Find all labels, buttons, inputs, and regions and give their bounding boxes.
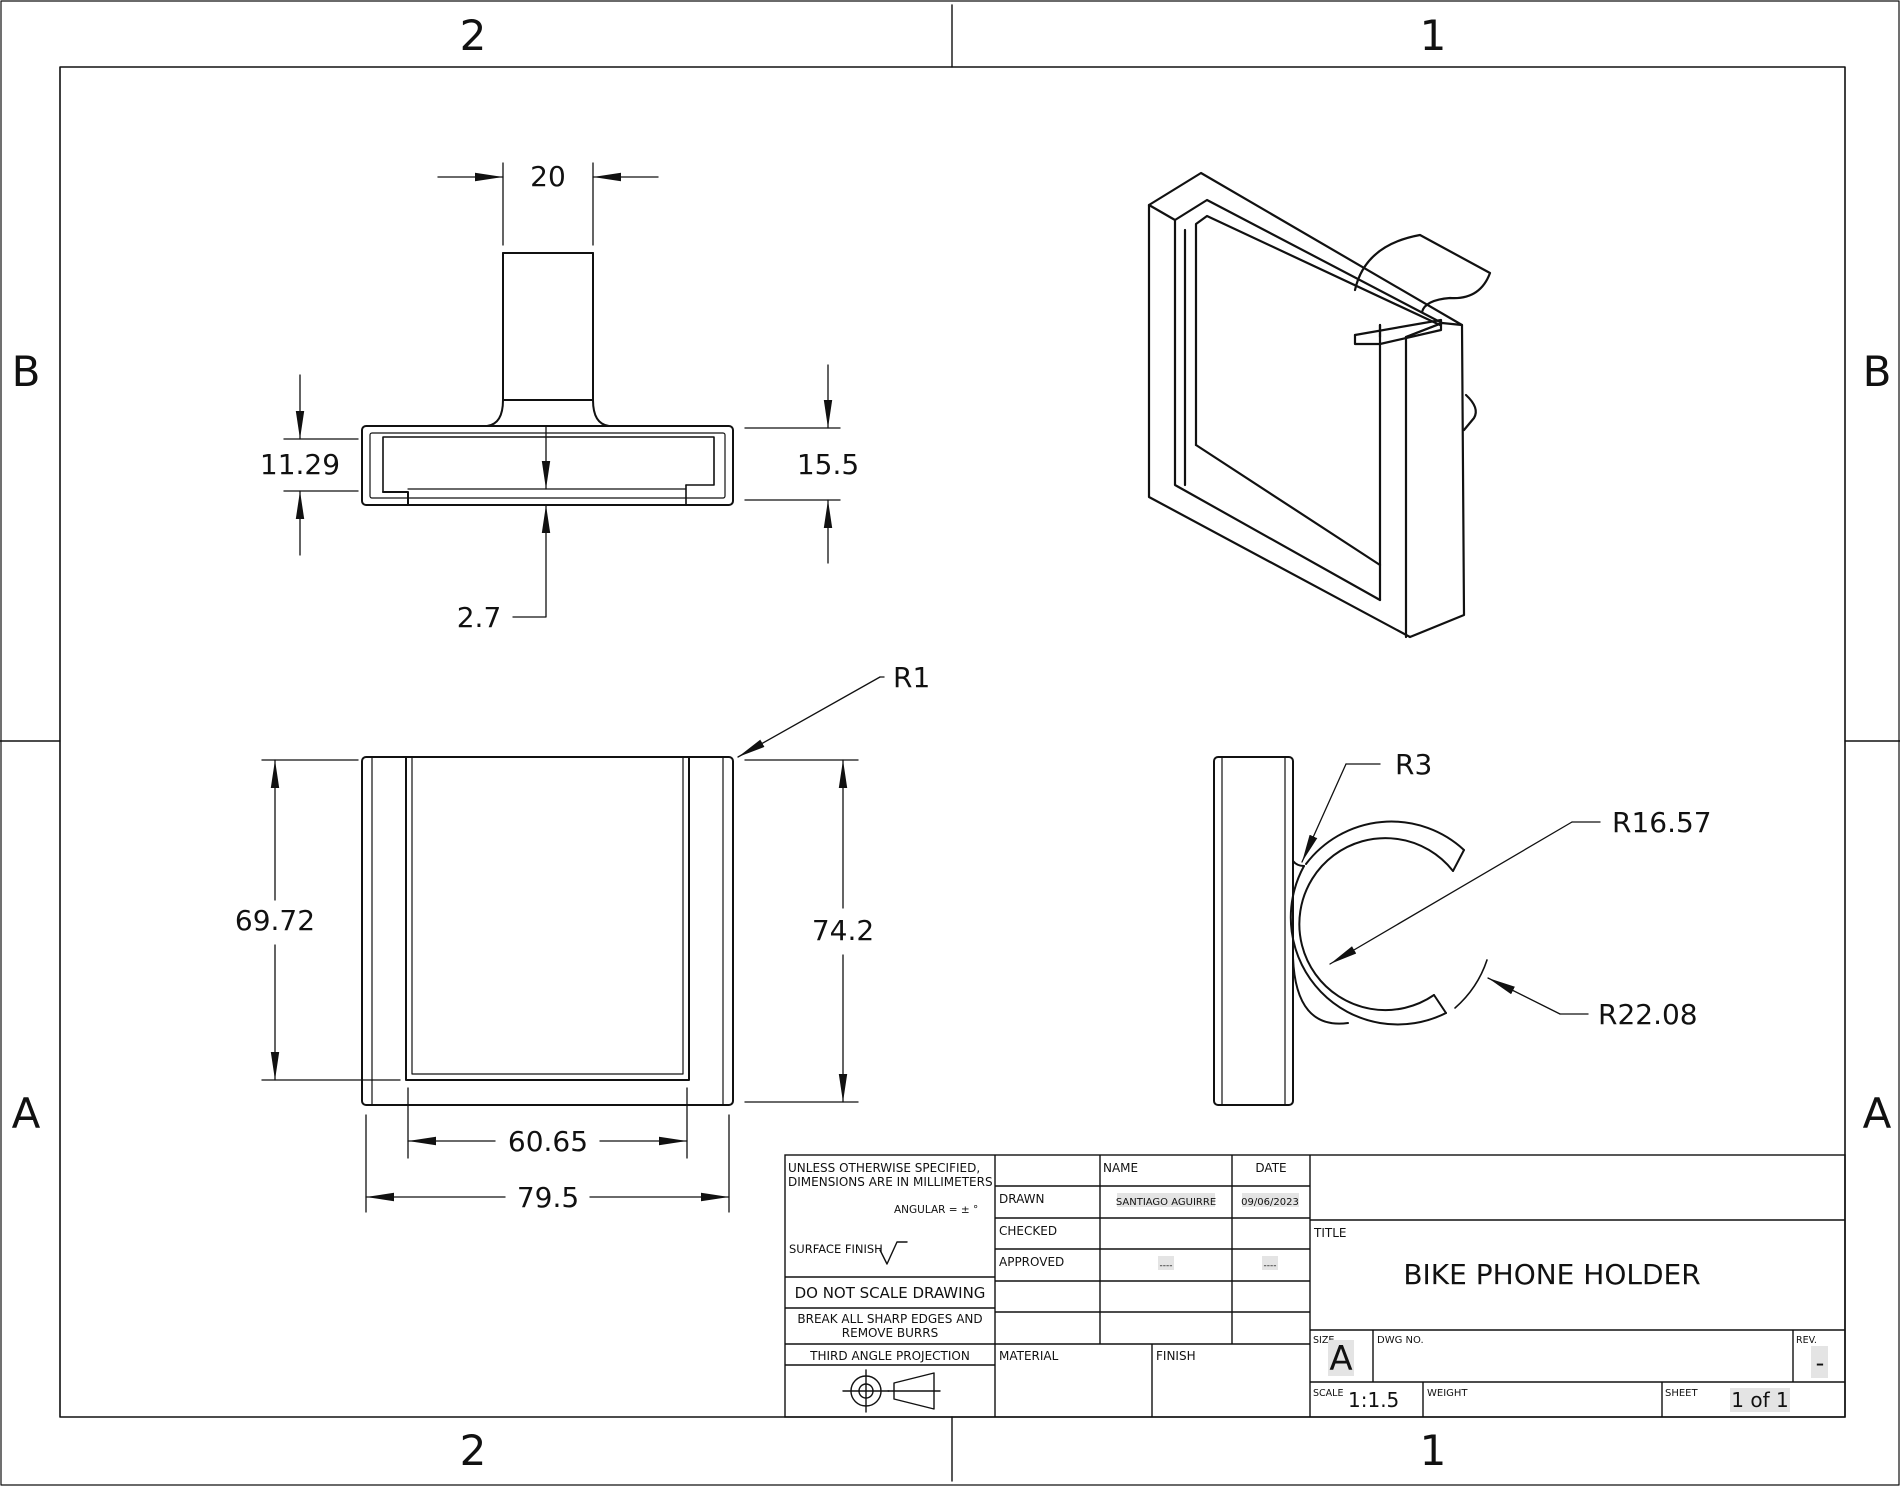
dwg-no-label: DWG NO. [1377, 1335, 1424, 1346]
sheet-highlight [1730, 1388, 1790, 1412]
dim-clip-inner-radius: R16.57 [1329, 806, 1712, 965]
approved-name: ---- [1160, 1261, 1173, 1271]
title-block: UNLESS OTHERWISE SPECIFIED, DIMENSIONS A… [784, 1154, 1846, 1418]
isometric-view [1147, 171, 1492, 639]
zone-right-b: B [1863, 347, 1892, 396]
dim-top-width: 20 [437, 160, 659, 246]
angular-tolerance: ANGULAR = ± ° [894, 1204, 978, 1216]
size-value: A [1329, 1339, 1352, 1379]
rev-label: REV. [1796, 1335, 1817, 1346]
notes-line1: UNLESS OTHERWISE SPECIFIED, [788, 1161, 980, 1175]
approved-date: ---- [1264, 1261, 1277, 1271]
notes-line2: DIMENSIONS ARE IN MILLIMETERS [788, 1175, 993, 1189]
break-edges-line2: REMOVE BURRS [842, 1326, 938, 1340]
drawn-date-highlight [1242, 1193, 1299, 1207]
dim-r22-08: R22.08 [1598, 998, 1698, 1031]
dim-r3: R3 [1395, 748, 1432, 781]
rev-value: - [1816, 1349, 1825, 1377]
size-label: SIZE [1313, 1335, 1334, 1346]
row-approved: APPROVED [999, 1255, 1064, 1269]
dim-outer-height: 74.2 [744, 759, 874, 1103]
drawing-title: BIKE PHONE HOLDER [1403, 1258, 1700, 1291]
zone-left-b: B [12, 347, 41, 396]
zone-right-a: A [1863, 1089, 1892, 1138]
break-edges-line1: BREAK ALL SHARP EDGES AND [797, 1312, 982, 1326]
approved-date-highlight [1262, 1256, 1278, 1270]
zone-top-1: 1 [1420, 11, 1447, 60]
projection-label: THIRD ANGLE PROJECTION [809, 1349, 970, 1363]
dim-79-5: 79.5 [517, 1181, 579, 1214]
zone-bottom-2: 2 [460, 1426, 487, 1475]
zone-top-2: 2 [460, 11, 487, 60]
do-not-scale: DO NOT SCALE DRAWING [795, 1284, 986, 1302]
row-checked: CHECKED [999, 1224, 1057, 1238]
zone-labels: 2 1 2 1 B A B A [12, 11, 1892, 1475]
finish-label: FINISH [1156, 1349, 1196, 1363]
scale-value: 1:1.5 [1348, 1388, 1399, 1412]
col-date: DATE [1255, 1161, 1286, 1175]
drawn-name-highlight [1117, 1193, 1215, 1207]
drawn-name: SANTIAGO AGUIRRE [1116, 1197, 1216, 1208]
sheet-label: SHEET [1665, 1388, 1699, 1399]
dim-clip-fillet: R3 [1301, 748, 1432, 863]
dim-20: 20 [530, 160, 566, 193]
dim-2-7: 2.7 [457, 601, 502, 634]
sheet-value: 1 of 1 [1731, 1388, 1788, 1412]
surface-finish-label: SURFACE FINISH [789, 1242, 883, 1256]
dim-inner-width: 60.65 [407, 1087, 688, 1159]
dim-right-thickness: 15.5 [744, 364, 859, 564]
approved-name-highlight [1158, 1256, 1174, 1270]
dim-r16-57: R16.57 [1612, 806, 1712, 839]
rev-highlight [1811, 1346, 1828, 1378]
dim-outer-width: 79.5 [365, 1114, 730, 1214]
title-label: TITLE [1313, 1226, 1346, 1240]
dim-74-2: 74.2 [812, 914, 874, 947]
surface-finish-symbol [879, 1241, 908, 1265]
scale-label: SCALE [1313, 1388, 1343, 1399]
drawn-date: 09/06/2023 [1241, 1197, 1299, 1208]
dim-left-thickness: 11.29 [260, 374, 359, 556]
dim-base-thickness: 2.7 [457, 425, 551, 634]
dim-clip-outer-radius: R22.08 [1487, 977, 1698, 1031]
side-view [1213, 756, 1488, 1106]
row-drawn: DRAWN [999, 1192, 1045, 1206]
dim-inner-height: 69.72 [235, 759, 401, 1081]
dim-r1: R1 [893, 661, 930, 694]
dim-69-72: 69.72 [235, 904, 315, 937]
dim-60-65: 60.65 [508, 1125, 588, 1158]
front-view [361, 756, 734, 1106]
dim-front-fillet: R1 [737, 661, 930, 758]
dim-15-5: 15.5 [797, 448, 859, 481]
size-highlight [1328, 1340, 1354, 1376]
top-view [361, 252, 734, 506]
col-name: NAME [1103, 1161, 1138, 1175]
dim-11-29: 11.29 [260, 448, 340, 481]
material-label: MATERIAL [999, 1349, 1059, 1363]
zone-bottom-1: 1 [1420, 1426, 1447, 1475]
weight-label: WEIGHT [1427, 1388, 1468, 1399]
zone-left-a: A [12, 1089, 41, 1138]
third-angle-projection-icon [842, 1369, 941, 1413]
